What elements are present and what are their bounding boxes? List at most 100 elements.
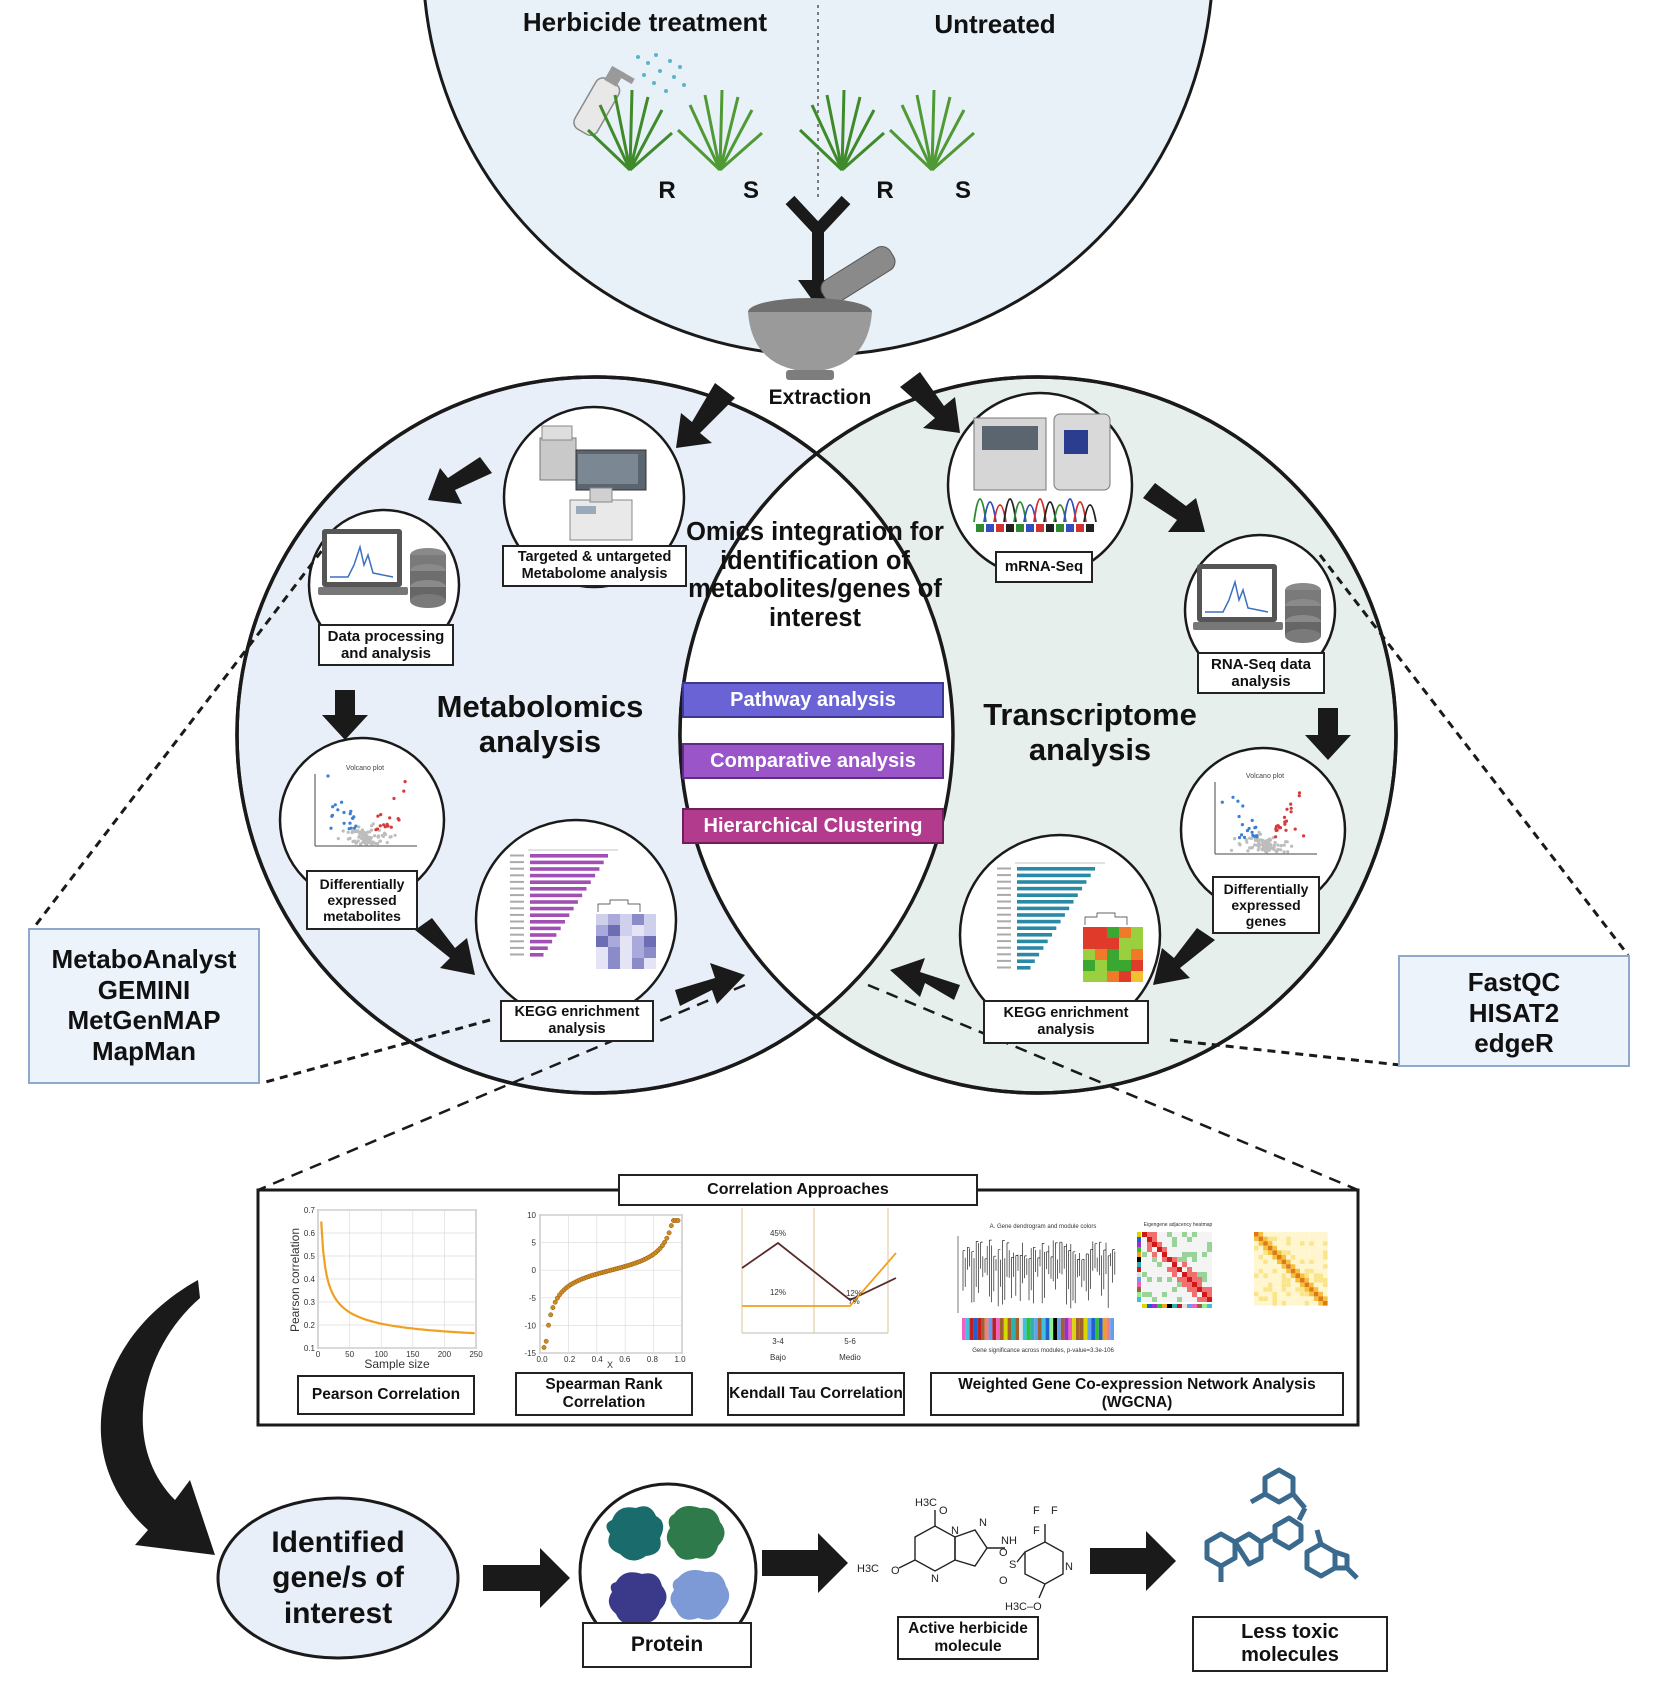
volcano-point <box>1273 840 1277 845</box>
volcano-point <box>331 805 335 809</box>
adjacency-cell <box>1172 1232 1177 1237</box>
module-color-cell <box>1015 1318 1019 1340</box>
tom-cell <box>1258 1291 1264 1297</box>
tom-cell <box>1254 1245 1259 1251</box>
volcano-point <box>1265 839 1269 843</box>
dash-right-top <box>1318 554 1630 956</box>
tom-cell <box>1300 1259 1305 1265</box>
tom-cell <box>1263 1255 1268 1260</box>
module-color-cell <box>1083 1318 1088 1340</box>
heatmap-cell <box>1095 949 1107 960</box>
volcano-point <box>1267 842 1271 846</box>
heatmap-cell <box>1083 938 1095 949</box>
volcano-step-label-right: Differentially expressed genes <box>1212 876 1320 934</box>
tom-cell <box>1309 1287 1314 1292</box>
tom-cell <box>1267 1301 1273 1306</box>
module-color-cell <box>962 1318 966 1340</box>
module-color-cell <box>1026 1318 1031 1340</box>
adjacency-module-bar <box>1137 1242 1141 1247</box>
tom-cell <box>1281 1250 1287 1255</box>
kegg-bar <box>1017 886 1083 891</box>
volcano-point <box>1272 843 1276 847</box>
volcano-point <box>371 822 375 826</box>
adjacency-cell <box>1152 1267 1157 1272</box>
adjacency-cell <box>1202 1272 1207 1277</box>
module-color-cell <box>1102 1318 1107 1340</box>
adjacency-cell <box>1157 1267 1162 1272</box>
tom-cell <box>1290 1287 1296 1292</box>
heatmap-cell <box>608 914 620 925</box>
adjacency-cell <box>1142 1277 1147 1282</box>
tom-cell <box>1309 1232 1314 1237</box>
heatmap-cell <box>596 914 608 925</box>
tom-cell <box>1277 1232 1282 1237</box>
tom-cell <box>1281 1264 1287 1269</box>
adjacency-cell <box>1167 1247 1172 1252</box>
tom-cell <box>1277 1287 1282 1292</box>
tom-cell <box>1318 1268 1323 1274</box>
adjacency-cell <box>1182 1272 1187 1277</box>
spearman-ytick: -15 <box>524 1349 536 1358</box>
tom-cell <box>1290 1250 1296 1255</box>
instrument-step-label: Targeted & untargeted Metabolome analysi… <box>502 545 687 587</box>
kegg-bar-label <box>997 926 1011 929</box>
kegg-bar-label <box>997 874 1011 877</box>
adjacency-cell <box>1142 1272 1147 1277</box>
adjacency-cell <box>1142 1242 1147 1247</box>
tom-cell <box>1295 1301 1300 1306</box>
tom-cell <box>1304 1241 1310 1246</box>
tom-cell <box>1300 1232 1305 1237</box>
pearson-ytick: 0.4 <box>304 1275 316 1284</box>
kegg-bar <box>530 893 583 898</box>
tom-cell <box>1281 1232 1287 1237</box>
adjacency-cell <box>1182 1267 1187 1272</box>
adjacency-cell <box>1182 1257 1187 1262</box>
volcano-point <box>385 840 389 845</box>
heatmap-cell <box>1095 938 1107 949</box>
tom-cell <box>1254 1259 1259 1265</box>
tom-cell <box>1267 1259 1273 1265</box>
module-color-cell <box>1064 1318 1069 1340</box>
tom-cell <box>1295 1287 1300 1292</box>
volcano-point <box>342 821 346 825</box>
volcano-point <box>346 830 350 834</box>
tom-cell <box>1267 1255 1273 1260</box>
tom-cell <box>1267 1273 1273 1278</box>
laptop-database-icon-right <box>1193 564 1321 643</box>
adjacency-cell <box>1172 1287 1177 1292</box>
volcano-point <box>378 839 382 843</box>
heatmap-cell <box>1119 971 1131 982</box>
adjacency-cell <box>1177 1247 1182 1252</box>
volcano-point <box>1245 840 1249 844</box>
kegg-bar <box>1017 913 1065 917</box>
kendall-xtick-2: 5-6 <box>844 1337 856 1346</box>
volcano-point <box>1245 829 1250 833</box>
tom-cell <box>1313 1250 1319 1255</box>
tom-cell <box>1272 1282 1277 1288</box>
adjacency-module-bar <box>1142 1304 1147 1308</box>
tom-cell <box>1263 1259 1268 1265</box>
adjacency-module-bar <box>1137 1247 1141 1252</box>
pearson-xtick: 100 <box>375 1350 389 1359</box>
adjacency-cell <box>1167 1282 1172 1287</box>
tom-cell <box>1263 1264 1268 1269</box>
tom-cell <box>1277 1245 1282 1251</box>
tom-cell <box>1295 1245 1300 1251</box>
module-color-cell <box>1038 1318 1042 1340</box>
dash-corr-right <box>867 983 1359 1192</box>
kegg-bar-label <box>997 887 1011 890</box>
adjacency-cell <box>1157 1282 1162 1287</box>
heatmap-cell <box>644 947 656 958</box>
heatmap-cell <box>620 947 632 958</box>
base-call <box>986 524 994 532</box>
adjacency-cell <box>1202 1277 1207 1282</box>
adjacency-module-bar <box>1137 1272 1141 1277</box>
adjacency-module-bar <box>1137 1277 1141 1282</box>
volcano-point <box>379 813 383 817</box>
integration-title: Omics integration for identification of … <box>686 518 944 632</box>
kegg-bar-label <box>997 940 1011 943</box>
heatmap-cell <box>1095 960 1107 971</box>
volcano-point <box>329 826 333 830</box>
tom-cell <box>1281 1291 1287 1297</box>
